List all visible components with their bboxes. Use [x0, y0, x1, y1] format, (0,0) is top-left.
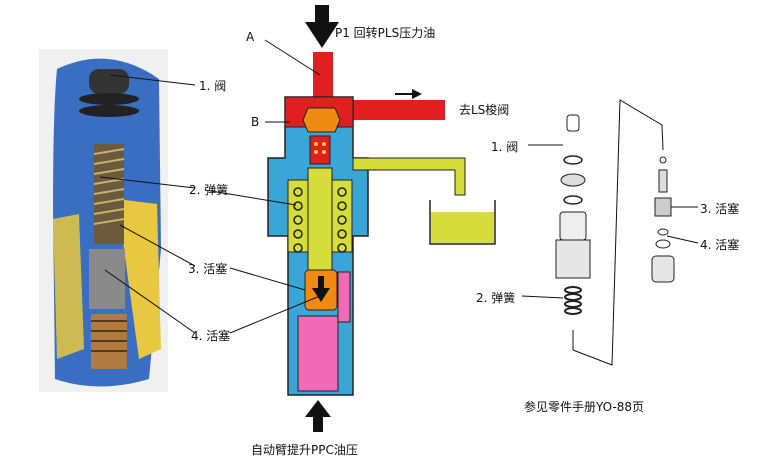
exploded-valve	[566, 114, 580, 132]
exploded-ring-1	[563, 155, 583, 165]
exploded-spring	[564, 286, 582, 315]
leader-lines	[99, 39, 699, 366]
inlet-channel	[313, 52, 333, 97]
inflow-arrow-bottom	[305, 400, 331, 432]
drain-line	[352, 157, 466, 196]
drain-tank	[429, 200, 496, 245]
spring-label-right: 2. 弹簧	[476, 291, 516, 305]
exploded-washer	[560, 173, 586, 187]
valve-orifices	[314, 142, 326, 154]
piston4-label-left: 4. 活塞	[191, 329, 231, 343]
spring-guide	[307, 167, 333, 279]
p1-label: P1 回转PLS压力油	[335, 26, 436, 40]
exploded-ring-5	[655, 239, 671, 249]
ls-outlet-channel	[325, 100, 445, 120]
piston4-label-right: 4. 活塞	[700, 238, 740, 252]
exploded-ring-2	[563, 195, 583, 205]
spring-coils	[293, 187, 347, 253]
exploded-piston-body	[654, 197, 672, 217]
cutaway-photo-drawing	[39, 49, 168, 392]
manual-reference: 参见零件手册YO-88页	[524, 400, 645, 414]
exploded-body	[555, 239, 591, 279]
valve-label-left: 1. 阀	[199, 79, 227, 93]
exploded-ring-4	[657, 228, 669, 236]
inflow-arrow-top	[305, 5, 339, 48]
ppc-chamber	[297, 315, 339, 392]
piston3-label-right: 3. 活塞	[700, 202, 740, 216]
outflow-arrow-right	[395, 89, 422, 99]
exploded-piston-3	[658, 169, 668, 193]
spring-label-left: 2. 弹簧	[189, 183, 229, 197]
port-b-label: B	[251, 115, 260, 129]
valve-stem	[309, 135, 331, 165]
exploded-ring-3	[659, 156, 667, 164]
boom-ppc-label: 自动臂提升PPC油压	[251, 443, 358, 457]
exploded-piston-4	[651, 255, 675, 283]
piston-direction-arrow	[312, 276, 330, 302]
tank-oil	[431, 212, 494, 243]
to-ls-label: 去LS梭阀	[459, 103, 510, 117]
valve-label-right: 1. 阀	[491, 140, 519, 154]
ppc-passage	[337, 271, 351, 323]
exploded-sleeve	[559, 211, 587, 241]
valve-element	[302, 107, 341, 133]
cutaway-photo	[39, 49, 168, 392]
exploded-view	[555, 114, 675, 315]
port-a-label: A	[246, 30, 255, 44]
piston3-label-left: 3. 活塞	[188, 262, 228, 276]
